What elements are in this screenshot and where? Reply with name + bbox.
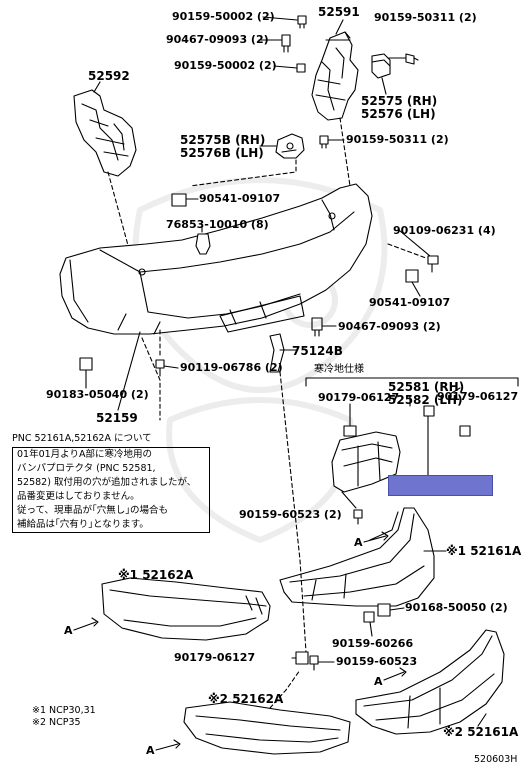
nut-90183-05040 <box>79 357 93 371</box>
clip-90541-09107-top <box>171 193 187 207</box>
clip-90159-50311-top <box>405 53 419 65</box>
label-52161a-1[interactable]: ※1 52161A <box>446 544 522 558</box>
label-90168-50050[interactable]: 90168-50050 (2) <box>405 601 508 614</box>
label-52159[interactable]: 52159 <box>96 411 138 425</box>
bolt-90119-06786 <box>155 359 165 377</box>
label-90179-06127-c[interactable]: 90179-06127 <box>174 651 256 664</box>
diagram-code: 520603H <box>474 754 518 765</box>
arrow-label-a-1: A <box>64 624 73 637</box>
highlight-marker <box>388 475 493 496</box>
bumper-cover-52159 <box>59 183 373 335</box>
label-52576b-lh[interactable]: 52576B (LH) <box>180 146 264 160</box>
label-52592[interactable]: 52592 <box>88 69 130 83</box>
label-52162a-1[interactable]: ※1 52162A <box>118 568 194 582</box>
label-76853-10010[interactable]: 76853-10010 (8) <box>166 218 269 231</box>
protector-52581 <box>331 431 401 493</box>
arrows-a <box>73 531 407 751</box>
footnote-1: ※1 NCP30,31 <box>32 705 96 716</box>
note-line: 品番変更はしておりません。 <box>17 491 140 502</box>
label-52575b-rh[interactable]: 52575B (RH) <box>180 133 266 147</box>
label-52162a-2[interactable]: ※2 52162A <box>208 692 284 706</box>
label-52161a-2[interactable]: ※2 52161A <box>443 725 519 739</box>
note-pnc-52161a-52162a: PNC 52161A,52162A について 01年01月よりA部に寒冷地用の … <box>12 432 210 533</box>
note-line: 従って、現車品が｢穴無し｣の場合も <box>17 505 169 516</box>
clip-90159-60266 <box>363 611 375 623</box>
nut-90168-50050 <box>377 603 391 617</box>
screw-90109-06231 <box>427 255 439 273</box>
label-90179-06127-a[interactable]: 90179-06127 <box>318 391 400 404</box>
clip-90159-50002-top <box>297 15 307 29</box>
label-52582-lh[interactable]: 52582 (LH) <box>388 393 463 407</box>
clip-90179-06127-b <box>423 405 471 437</box>
clip-90159-50311-mid <box>319 135 329 149</box>
label-90159-50311-top[interactable]: 90159-50311 (2) <box>374 11 477 24</box>
arrow-label-a-3: A <box>146 744 155 757</box>
retainer-52575b <box>275 133 305 159</box>
label-52581-rh[interactable]: 52581 (RH) <box>388 380 465 394</box>
label-90541-09107-top[interactable]: 90541-09107 <box>199 192 281 205</box>
note-body: 01年01月よりA部に寒冷地用の バンパプロテクタ (PNC 52581, 52… <box>12 447 210 533</box>
screw-90159-60523-b <box>309 655 319 671</box>
label-52576-lh[interactable]: 52576 (LH) <box>361 107 436 121</box>
clip-90467-09093-top <box>281 34 291 53</box>
label-52591[interactable]: 52591 <box>318 5 360 19</box>
label-75124b[interactable]: 75124B <box>292 344 343 358</box>
bracket-52592 <box>73 89 137 177</box>
clip-90179-06127-c <box>295 651 309 665</box>
label-90109-06231[interactable]: 90109-06231 (4) <box>393 224 496 237</box>
label-90159-50311-mid[interactable]: 90159-50311 (2) <box>346 133 449 146</box>
clip-76853-10010 <box>195 233 211 255</box>
note-line: 52582) 取付用の穴が追加されましたが、 <box>17 477 197 488</box>
bracket-52591 <box>311 31 359 121</box>
label-90159-60523-b[interactable]: 90159-60523 <box>336 655 418 668</box>
clip-90541-09107-right <box>405 269 419 283</box>
note-line: バンパプロテクタ (PNC 52581, <box>17 463 156 474</box>
note-heading: PNC 52161A,52162A について <box>12 433 152 444</box>
screw-90159-60523-a <box>353 509 363 525</box>
footnote-2: ※2 NCP35 <box>32 717 81 728</box>
guard-52161a-2 <box>355 629 505 735</box>
label-52575-rh[interactable]: 52575 (RH) <box>361 94 438 108</box>
label-90159-50002-top[interactable]: 90159-50002 (2) <box>172 10 275 23</box>
label-90183-05040[interactable]: 90183-05040 (2) <box>46 388 149 401</box>
label-90159-50002-mid[interactable]: 90159-50002 (2) <box>174 59 277 72</box>
label-90179-06127-b[interactable]: 90179-06127 <box>437 390 519 403</box>
label-90467-09093-lower[interactable]: 90467-09093 (2) <box>338 320 441 333</box>
label-cold-region: 寒冷地仕様 <box>314 364 364 375</box>
note-line: 補給品は｢穴有り｣となります。 <box>17 519 149 530</box>
clip-90467-09093-lower <box>311 317 323 337</box>
guard-52162a-1 <box>101 577 271 641</box>
clip-90179-06127-a <box>343 425 357 437</box>
arrow-label-a-2: A <box>354 536 363 549</box>
label-90541-09107-right[interactable]: 90541-09107 <box>369 296 451 309</box>
guard-52161a-1 <box>279 507 435 607</box>
bracket-75124b <box>269 333 285 373</box>
note-line: 01年01月よりA部に寒冷地用の <box>17 449 152 460</box>
arrow-label-a-4: A <box>374 675 383 688</box>
retainer-52575 <box>371 53 391 79</box>
label-90467-09093-top[interactable]: 90467-09093 (2) <box>166 33 269 46</box>
clip-90159-50002-mid <box>296 63 306 73</box>
label-90159-60523-a[interactable]: 90159-60523 (2) <box>239 508 342 521</box>
guard-52162a-2 <box>183 701 351 755</box>
label-90159-60266[interactable]: 90159-60266 <box>332 637 414 650</box>
label-90119-06786[interactable]: 90119-06786 (2) <box>180 361 283 374</box>
